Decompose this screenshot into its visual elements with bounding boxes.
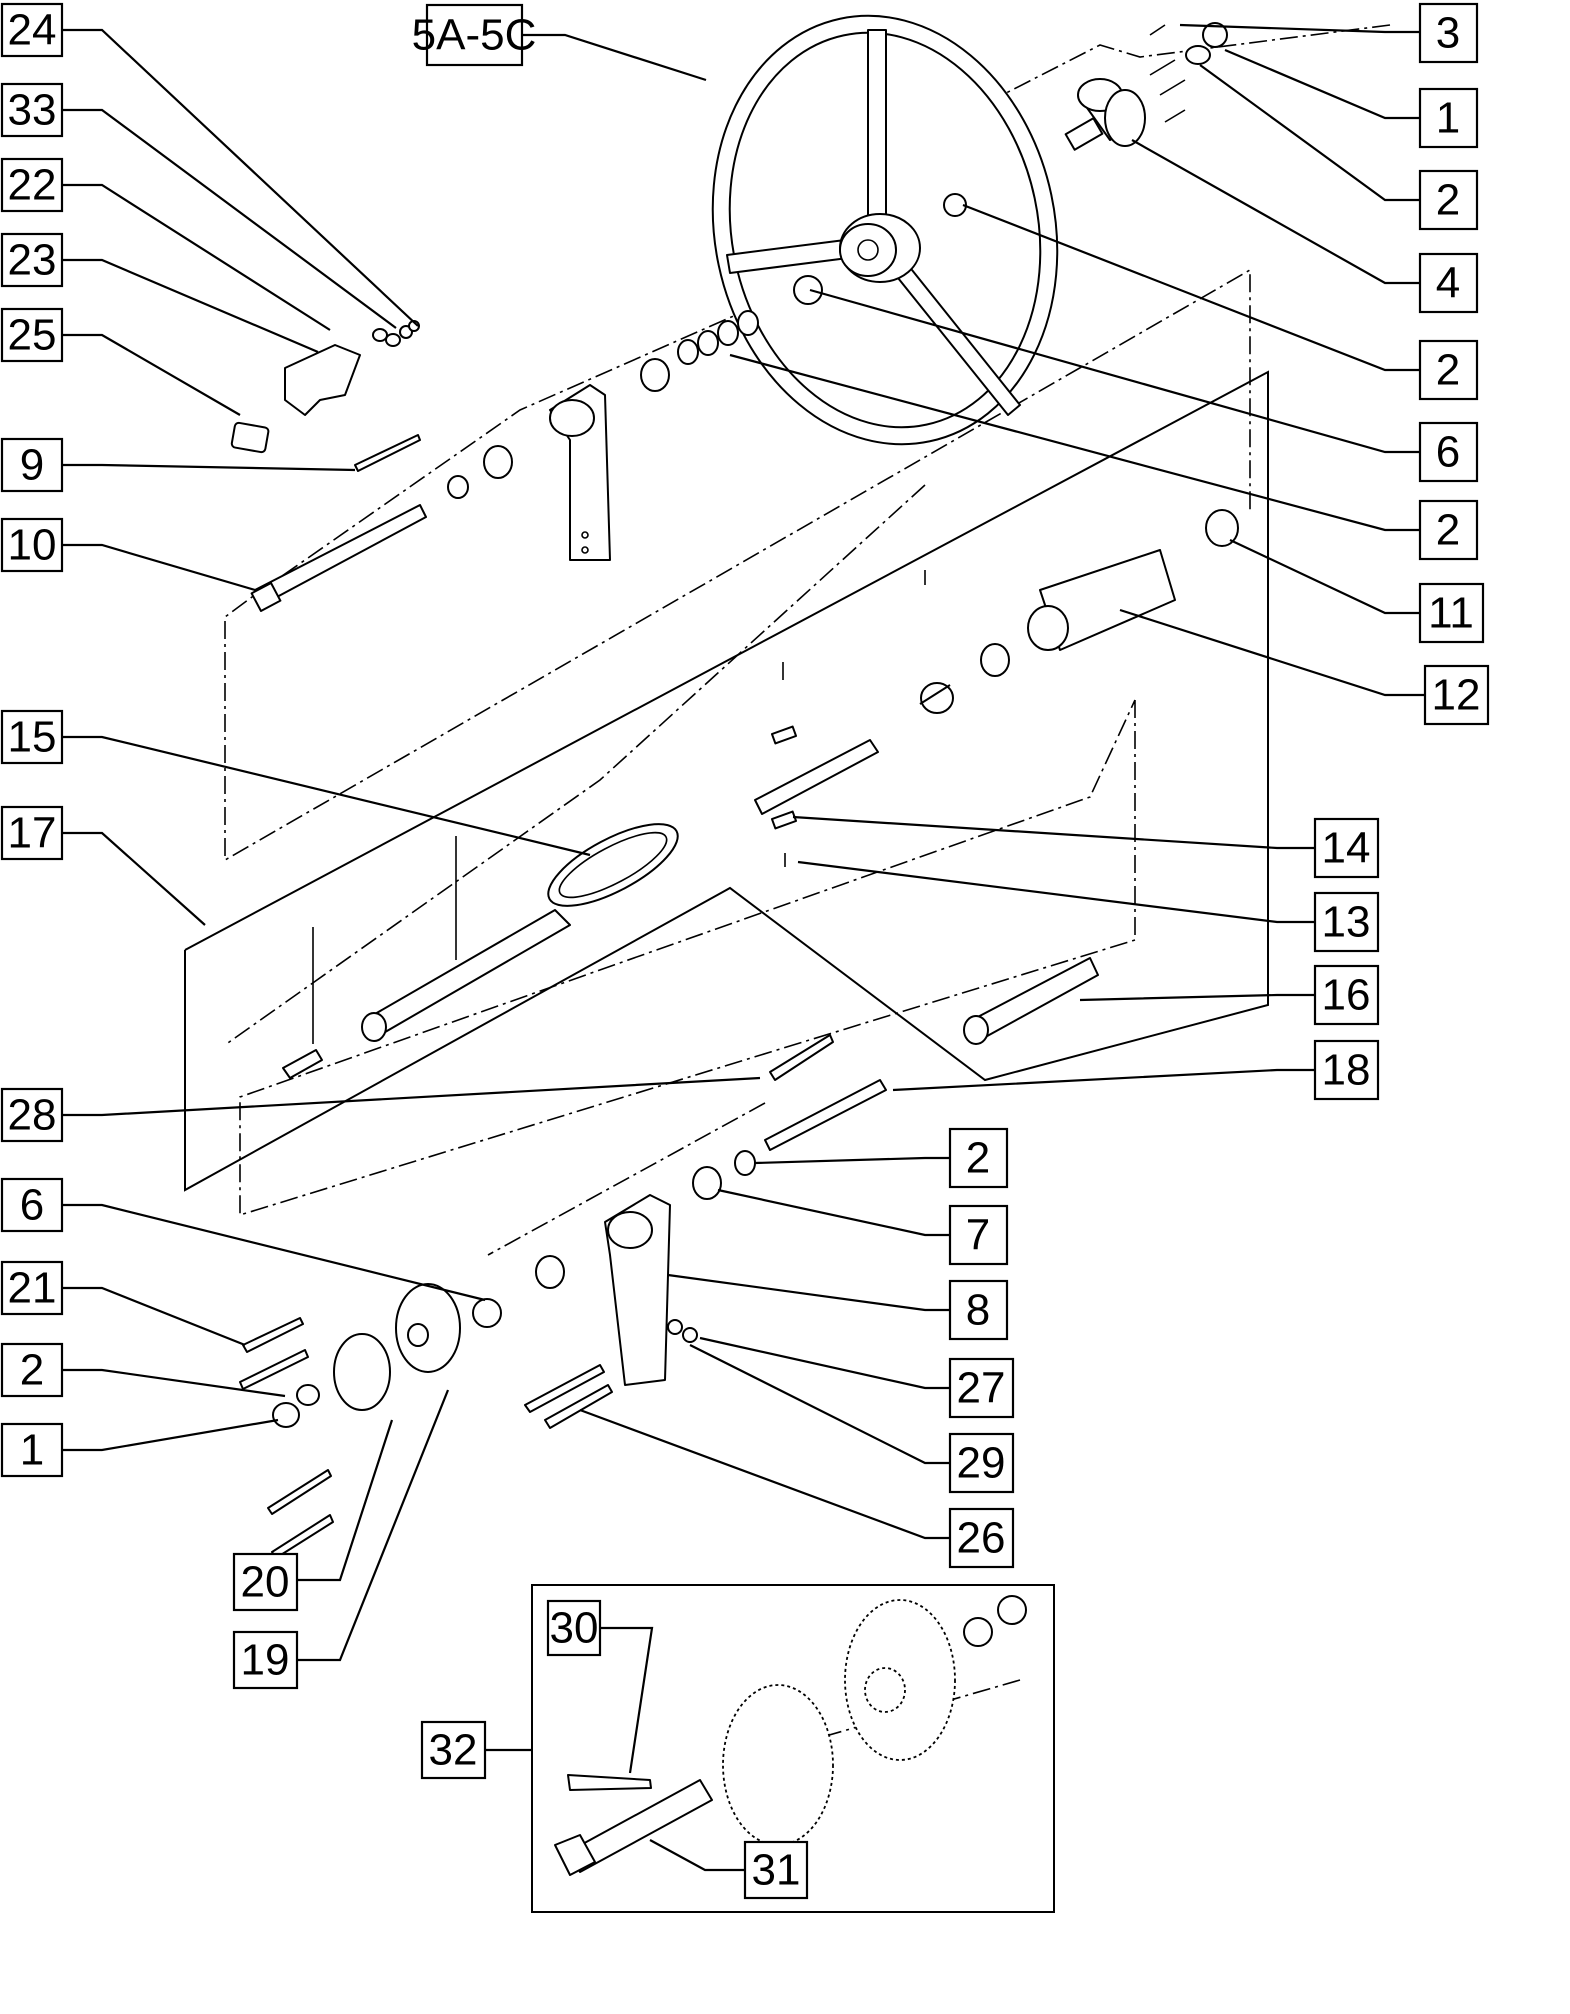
label-19: 19 <box>232 1630 299 1690</box>
label-text: 2 <box>966 1134 990 1183</box>
label-21: 21 <box>0 1260 64 1316</box>
label-14: 14 <box>1313 817 1380 879</box>
label-text: 33 <box>8 86 57 135</box>
label-text: 29 <box>957 1439 1006 1488</box>
lower-arm-bracket <box>524 1194 698 1429</box>
upper-shaft <box>250 434 427 612</box>
label-3: 3 <box>1418 2 1479 64</box>
label-1-left: 1 <box>0 1422 64 1478</box>
label-text: 28 <box>8 1091 57 1140</box>
middle-shaft <box>547 662 879 907</box>
label-text: 2 <box>1436 346 1460 395</box>
label-10: 10 <box>0 517 64 573</box>
label-20: 20 <box>232 1552 299 1612</box>
hub-assembly <box>793 22 1228 305</box>
part-labels: 24 33 22 23 25 9 10 15 <box>0 2 1490 1900</box>
label-5a-5c: 5A-5C <box>412 3 537 67</box>
label-text: 15 <box>8 713 57 762</box>
label-text: 27 <box>957 1364 1006 1413</box>
label-2-right-b: 2 <box>1418 339 1479 401</box>
label-text: 10 <box>8 521 57 570</box>
label-text: 11 <box>1428 589 1474 638</box>
label-text: 18 <box>1322 1046 1371 1095</box>
label-text: 13 <box>1322 898 1371 947</box>
label-13: 13 <box>1313 891 1380 953</box>
worm-gear <box>919 509 1239 714</box>
label-text: 1 <box>1436 94 1460 143</box>
label-8: 8 <box>948 1279 1009 1341</box>
label-6-left: 6 <box>0 1177 64 1233</box>
label-29: 29 <box>948 1432 1015 1494</box>
label-text: 14 <box>1322 824 1371 873</box>
label-text: 2 <box>1436 176 1460 225</box>
label-text: 17 <box>8 809 57 858</box>
label-32: 32 <box>420 1720 487 1780</box>
label-text: 6 <box>1436 428 1460 477</box>
label-text: 5A-5C <box>412 11 537 60</box>
label-7: 7 <box>948 1204 1009 1266</box>
label-6-right: 6 <box>1418 421 1479 483</box>
label-17: 17 <box>0 805 64 861</box>
label-2-right-a: 2 <box>1418 169 1479 231</box>
label-text: 6 <box>20 1181 44 1230</box>
label-16: 16 <box>1313 964 1380 1026</box>
label-31: 31 <box>743 1840 809 1900</box>
lower-flange-assembly <box>239 1255 565 1559</box>
label-2-right-c: 2 <box>1418 499 1479 561</box>
label-text: 9 <box>20 441 44 490</box>
label-text: 1 <box>20 1426 44 1475</box>
label-33: 33 <box>0 82 64 138</box>
label-text: 32 <box>429 1726 478 1775</box>
lower-tube <box>282 836 571 1079</box>
label-11: 11 <box>1418 582 1485 644</box>
label-text: 2 <box>20 1346 44 1395</box>
label-1-right: 1 <box>1418 87 1479 149</box>
label-text: 21 <box>8 1264 57 1313</box>
label-26: 26 <box>948 1507 1015 1569</box>
leader-lines <box>62 23 1425 1872</box>
label-24: 24 <box>0 2 64 58</box>
label-text: 23 <box>8 236 57 285</box>
label-text: 26 <box>957 1514 1006 1563</box>
label-2-left: 2 <box>0 1342 64 1398</box>
steering-wheel <box>711 14 1059 446</box>
label-28: 28 <box>0 1087 64 1143</box>
label-text: 25 <box>8 311 57 360</box>
label-15: 15 <box>0 709 64 765</box>
label-2-lower: 2 <box>948 1127 1009 1189</box>
label-text: 24 <box>8 6 57 55</box>
cover-plate-outline <box>184 370 1269 1192</box>
label-30: 30 <box>546 1599 602 1657</box>
label-text: 7 <box>966 1211 990 1260</box>
label-text: 12 <box>1432 671 1481 720</box>
label-23: 23 <box>0 232 64 288</box>
lever-assembly <box>230 320 420 454</box>
upper-bearings <box>447 310 759 499</box>
label-4: 4 <box>1418 252 1479 314</box>
label-25: 25 <box>0 307 64 363</box>
inset-assembly-box <box>531 1584 1055 1913</box>
label-text: 19 <box>241 1636 290 1685</box>
label-9: 9 <box>0 437 64 493</box>
assembly-axes <box>224 24 1391 1756</box>
label-text: 4 <box>1436 259 1460 308</box>
label-text: 31 <box>752 1846 801 1895</box>
label-text: 22 <box>8 161 57 210</box>
label-12: 12 <box>1423 664 1490 726</box>
label-27: 27 <box>948 1357 1015 1419</box>
upper-arm-bracket <box>549 384 611 561</box>
label-text: 2 <box>1436 506 1460 555</box>
label-text: 30 <box>550 1604 599 1653</box>
label-text: 16 <box>1322 971 1371 1020</box>
label-text: 20 <box>241 1558 290 1607</box>
label-22: 22 <box>0 157 64 213</box>
label-18: 18 <box>1313 1039 1380 1101</box>
label-text: 3 <box>1436 9 1460 58</box>
label-text: 8 <box>966 1286 990 1335</box>
